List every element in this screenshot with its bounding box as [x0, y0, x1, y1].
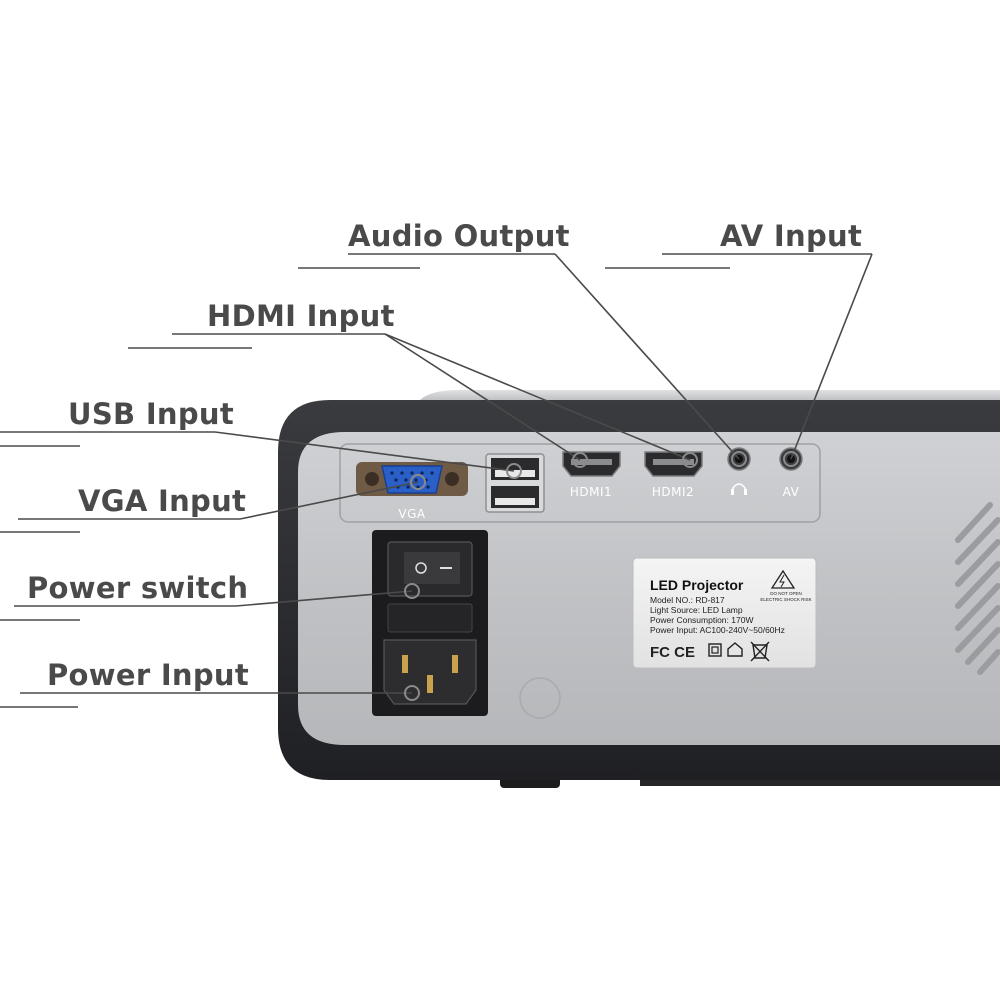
- double-insulation-icon: [708, 643, 722, 657]
- cert-marks: FC CE: [650, 644, 695, 661]
- av-port-label: AV: [783, 485, 800, 499]
- audio-output-label: Audio Output: [348, 219, 570, 253]
- indoor-use-icon: [727, 642, 743, 657]
- weee-bin-icon: [750, 641, 770, 662]
- top-edge: [420, 390, 1000, 402]
- sticker-title: LED Projector: [650, 577, 744, 593]
- power-switch-label: Power switch: [27, 571, 248, 605]
- callout-labels: Audio Output AV Input HDMI Input USB Inp…: [27, 219, 862, 692]
- spec-sticker: LED Projector Model NO.: RD-817 Light So…: [632, 557, 817, 669]
- power-module: [372, 530, 488, 716]
- usb-ports: [485, 453, 545, 513]
- vent-grille: [955, 502, 1000, 675]
- vga-input-label: VGA Input: [78, 484, 246, 518]
- sticker-line-model: Model NO.: RD-817: [650, 595, 725, 605]
- screw-hole: [519, 677, 561, 719]
- callout-lines: [0, 253, 873, 708]
- projector-body: VGA HDMI1 HDMI2: [278, 390, 1000, 788]
- shock-warning-icon: [770, 569, 796, 589]
- sticker-warning-1: DO NOT OPEN: [770, 591, 801, 596]
- headphone-icon: [731, 483, 747, 495]
- hdmi1-port: [562, 451, 621, 477]
- hdmi2-port: [644, 451, 703, 477]
- hdmi2-port-label: HDMI2: [652, 485, 694, 499]
- vga-port-label: VGA: [398, 507, 426, 521]
- sticker-warning-2: ELECTRIC SHOCK RISK: [760, 597, 811, 602]
- hdmi1-port-label: HDMI1: [570, 485, 612, 499]
- sticker-line-input: Power Input: AC100-240V~50/60Hz: [650, 625, 785, 635]
- sticker-line-power: Power Consumption: 170W: [650, 615, 753, 625]
- off-icon: [415, 562, 427, 574]
- callout-endpoints: [404, 451, 799, 701]
- power-inlet: [383, 639, 477, 705]
- hdmi-input-label: HDMI Input: [207, 299, 395, 333]
- usb-input-label: USB Input: [68, 397, 234, 431]
- port-recess: [339, 443, 821, 523]
- power-input-label: Power Input: [47, 658, 249, 692]
- av-input-label: AV Input: [720, 219, 862, 253]
- sticker-line-light: Light Source: LED Lamp: [650, 605, 743, 615]
